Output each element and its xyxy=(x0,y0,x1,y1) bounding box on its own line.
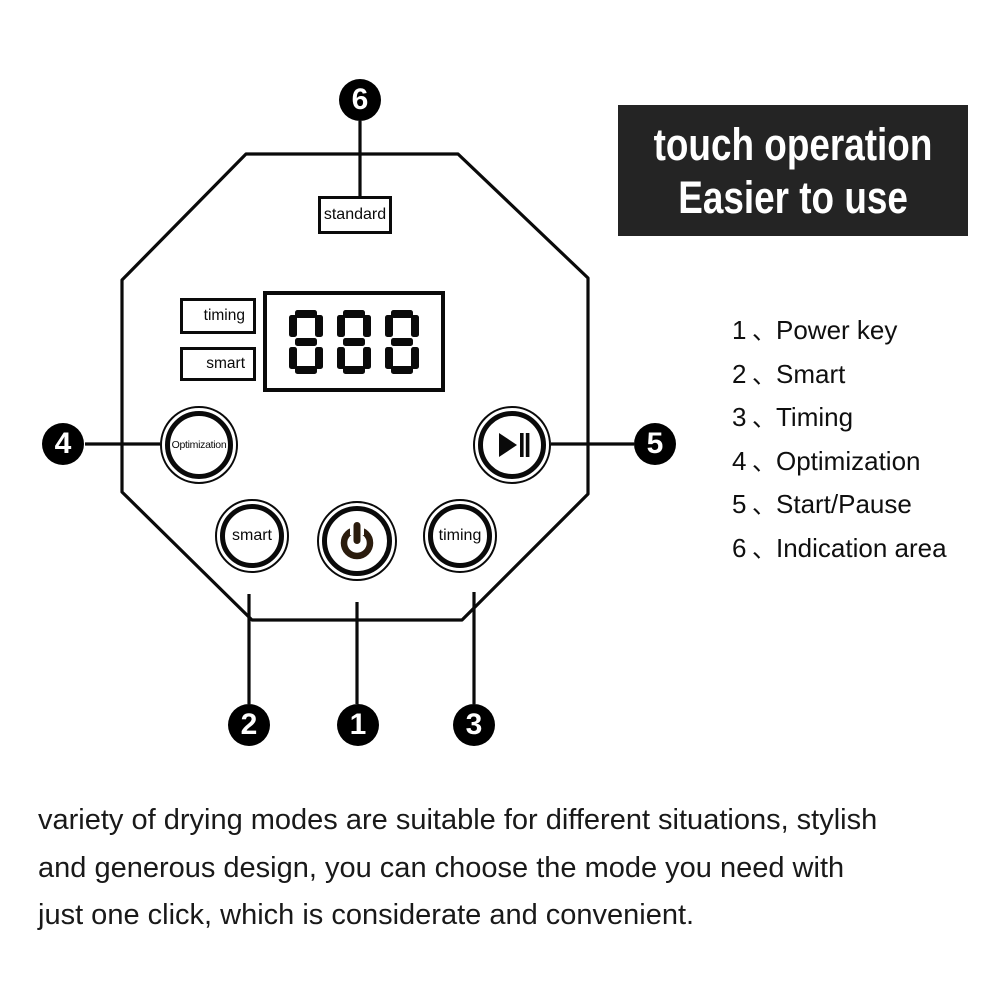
display-digit xyxy=(289,309,323,374)
legend-item-power-key: 1 、 Power key xyxy=(732,309,947,353)
callout-number-3: 3 xyxy=(465,708,483,741)
callout-badge-6: 6 xyxy=(339,79,381,121)
legend-item-smart: 2 、 Smart xyxy=(732,353,947,397)
callout-number-5: 5 xyxy=(646,427,664,460)
segment-a xyxy=(295,309,317,318)
legend-num: 5 xyxy=(732,489,747,519)
callout-number-4: 4 xyxy=(54,427,72,460)
segment-c xyxy=(411,346,419,369)
legend-label: Optimization xyxy=(776,445,921,476)
segment-a xyxy=(391,309,413,318)
smart-indicator-box: smart xyxy=(180,347,256,381)
callout-number-2: 2 xyxy=(240,708,258,741)
banner-line-2: Easier to use xyxy=(678,171,908,223)
banner-line-1: touch operation xyxy=(653,118,933,170)
enum-separator: 、 xyxy=(752,361,776,389)
start-pause-button-ring xyxy=(478,411,546,479)
segment-g xyxy=(295,337,317,346)
banner: touch operation Easier to use xyxy=(618,105,968,236)
callout-number-6: 6 xyxy=(351,83,369,116)
legend-label: Smart xyxy=(776,358,846,389)
callout-badge-4: 4 xyxy=(42,423,84,465)
enum-separator: 、 xyxy=(752,448,776,476)
segment-e xyxy=(289,346,297,369)
power-button xyxy=(317,501,397,581)
segment-f xyxy=(289,314,297,337)
legend-item-start-pause: 5 、 Start/Pause xyxy=(732,483,947,527)
segment-b xyxy=(315,314,323,337)
seven-segment-display xyxy=(263,291,445,392)
callout-number-1: 1 xyxy=(349,708,367,741)
segment-d xyxy=(295,365,317,374)
legend-num: 2 xyxy=(732,358,747,389)
legend-label: Indication area xyxy=(776,532,947,563)
segment-e xyxy=(385,346,393,369)
segment-g xyxy=(343,337,365,346)
timing-indicator-label: timing xyxy=(203,307,245,324)
timing-button: timing xyxy=(423,499,497,573)
smart-button-label: smart xyxy=(232,527,272,544)
legend-item-optimization: 4 、 Optimization xyxy=(732,440,947,484)
legend-num: 6 xyxy=(732,532,747,563)
display-digit xyxy=(337,309,371,374)
legend-list: 1 、 Power key 2 、 Smart 3 、 Timing 4 、 O… xyxy=(732,309,947,570)
smart-button: smart xyxy=(215,499,289,573)
segment-a xyxy=(343,309,365,318)
segment-d xyxy=(391,365,413,374)
enum-separator: 、 xyxy=(752,535,776,563)
enum-separator: 、 xyxy=(752,492,776,519)
standard-indicator-box: standard xyxy=(318,196,392,234)
segment-b xyxy=(363,314,371,337)
timing-button-label: timing xyxy=(438,527,482,544)
segment-e xyxy=(337,346,345,369)
enum-separator: 、 xyxy=(752,405,776,432)
timing-button-ring: timing xyxy=(428,504,492,568)
callout-badge-5: 5 xyxy=(634,423,676,465)
segment-b xyxy=(411,314,419,337)
callout-badge-3: 3 xyxy=(453,704,495,746)
power-icon xyxy=(340,519,374,560)
optimization-button: Optimization xyxy=(160,406,238,484)
legend-label: Power key xyxy=(776,315,898,345)
enum-separator: 、 xyxy=(752,318,776,345)
timing-indicator-box: timing xyxy=(180,298,256,334)
legend-num: 1 xyxy=(732,315,747,345)
segment-g xyxy=(391,337,413,346)
segment-d xyxy=(343,365,365,374)
optimization-button-label: Optimization xyxy=(171,439,227,451)
callout-badge-1: 1 xyxy=(337,704,379,746)
segment-f xyxy=(385,314,393,337)
optimization-button-ring: Optimization xyxy=(165,411,233,479)
segment-f xyxy=(337,314,345,337)
display-digit xyxy=(385,309,419,374)
segment-c xyxy=(315,346,323,369)
smart-indicator-label: smart xyxy=(206,355,245,372)
standard-indicator-label: standard xyxy=(323,206,387,223)
play-pause-icon xyxy=(499,433,530,457)
legend-item-indication-area: 6 、 Indication area xyxy=(732,527,947,571)
description-paragraph: variety of drying modes are suitable for… xyxy=(38,797,978,940)
power-button-ring xyxy=(322,506,392,576)
legend-label: Start/Pause xyxy=(776,489,912,519)
paragraph-line-3: just one click, which is considerate and… xyxy=(38,899,695,931)
smart-button-ring: smart xyxy=(220,504,284,568)
legend-label: Timing xyxy=(776,402,854,432)
legend-num: 4 xyxy=(732,445,747,476)
segment-c xyxy=(363,346,371,369)
start-pause-button xyxy=(473,406,551,484)
legend-item-timing: 3 、 Timing xyxy=(732,396,947,440)
paragraph-line-2: and generous design, you can choose the … xyxy=(38,851,845,884)
legend-num: 3 xyxy=(732,402,747,432)
paragraph-line-1: variety of drying modes are suitable for… xyxy=(38,804,878,836)
callout-badge-2: 2 xyxy=(228,704,270,746)
